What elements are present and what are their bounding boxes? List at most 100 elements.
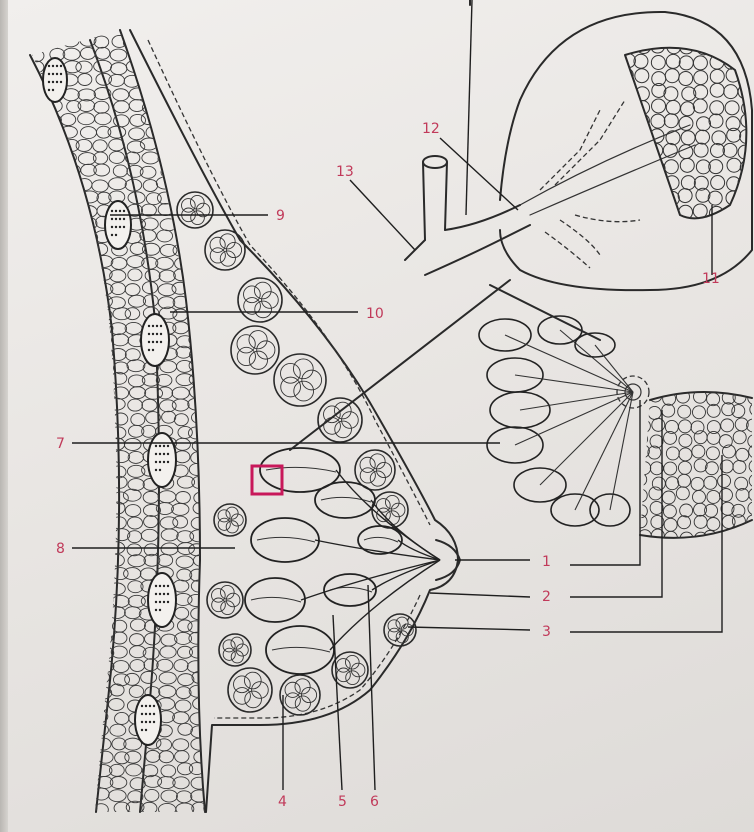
sagittal-top <box>650 392 752 400</box>
tissue-cell <box>113 165 127 177</box>
tissue-cell <box>61 620 79 632</box>
rib-dot <box>155 469 157 471</box>
tissue-cell <box>156 374 172 386</box>
tissue-cell <box>29 739 44 751</box>
tissue-cell <box>159 686 176 698</box>
duct-branch-lower <box>425 225 530 275</box>
tissue-cell <box>210 453 226 465</box>
sagittal-cell <box>648 406 661 419</box>
rib-dot <box>148 341 150 343</box>
tissue-cell <box>50 320 64 332</box>
tissue-cell <box>207 296 223 308</box>
connector-line <box>490 285 600 340</box>
tissue-cell <box>61 763 76 775</box>
tissue-cell <box>96 528 112 540</box>
tissue-cell <box>13 541 31 553</box>
tissue-cell <box>49 282 67 294</box>
tissue-cell <box>12 750 28 762</box>
tissue-cell <box>47 139 63 151</box>
sagittal-cell <box>748 502 754 515</box>
tissue-cell <box>97 347 113 359</box>
rib-dot <box>123 226 125 228</box>
tissue-cell <box>174 660 188 672</box>
lobe <box>245 578 305 622</box>
lobe <box>315 482 375 518</box>
tissue-cell <box>50 634 67 646</box>
rib-dot <box>145 729 147 731</box>
tissue-cell <box>188 621 204 633</box>
rib-dot <box>111 234 113 236</box>
acinus <box>693 99 707 113</box>
tissue-cell <box>177 166 195 178</box>
acinus <box>681 102 695 116</box>
tissue-cell <box>47 178 64 190</box>
lobe-ductule <box>272 647 330 652</box>
rib-dot <box>141 729 143 731</box>
tissue-cell <box>45 414 63 426</box>
tissue-cell <box>127 544 141 556</box>
rib-dot <box>163 593 165 595</box>
tissue-cell <box>29 606 46 618</box>
lobule-inset <box>405 0 754 290</box>
acinus <box>727 158 741 172</box>
acinus <box>634 144 648 158</box>
tissue-cell <box>145 789 159 801</box>
tissue-cell <box>127 360 145 372</box>
tissue-cell <box>81 516 98 528</box>
tissue-cell <box>29 191 45 203</box>
tissue-cell <box>98 295 112 307</box>
fat-cell <box>335 421 352 438</box>
sagittal-cell <box>733 460 746 473</box>
tissue-cell <box>14 178 31 190</box>
tissue-cell <box>209 309 226 321</box>
tissue-cell <box>204 763 220 775</box>
tissue-cell <box>17 255 32 267</box>
tissue-cell <box>159 672 176 684</box>
tissue-cell <box>64 699 78 711</box>
rib-dot <box>111 210 113 212</box>
tissue-cell <box>45 803 61 815</box>
tissue-cell <box>13 400 28 412</box>
tissue-cell <box>190 270 205 282</box>
tissue-cell <box>46 400 61 412</box>
sagittal-cell <box>750 403 754 416</box>
tissue-cell <box>77 791 93 803</box>
tissue-cell <box>175 438 191 450</box>
tissue-cell <box>18 153 33 165</box>
tissue-cell <box>45 452 60 464</box>
tissue-cell <box>33 400 48 412</box>
sagittal-cell <box>680 504 693 517</box>
tissue-cell <box>12 608 27 620</box>
tissue-cell <box>208 100 224 112</box>
tissue-cell <box>208 388 224 400</box>
tissue-cell <box>113 413 127 425</box>
tissue-cell <box>205 412 223 424</box>
tissue-cell <box>44 528 61 540</box>
acinus <box>725 101 739 115</box>
tissue-cell <box>95 671 109 683</box>
tissue-cell <box>76 608 94 620</box>
tissue-cell <box>112 451 130 463</box>
tissue-cell <box>96 47 110 59</box>
tissue-cell <box>205 347 220 359</box>
fat-cell <box>302 370 322 390</box>
label-13: 13 <box>336 164 354 180</box>
acinus <box>724 85 738 99</box>
rib-dot <box>149 705 151 707</box>
tissue-cell <box>31 439 49 451</box>
tissue-cell <box>143 491 158 503</box>
acinus <box>710 143 724 157</box>
tissue-cell <box>13 192 29 204</box>
lobule-outline-left <box>500 100 520 200</box>
tissue-cell <box>76 489 93 501</box>
sagittal-cell <box>721 419 734 432</box>
chest-wall-tissue <box>11 34 226 816</box>
rib-dot <box>155 445 157 447</box>
tissue-cell <box>176 152 193 164</box>
tissue-cell <box>190 530 208 542</box>
tissue-cell <box>13 713 30 725</box>
tissue-cell <box>44 788 60 800</box>
tissue-cell <box>96 426 113 438</box>
tissue-cell <box>29 803 45 815</box>
